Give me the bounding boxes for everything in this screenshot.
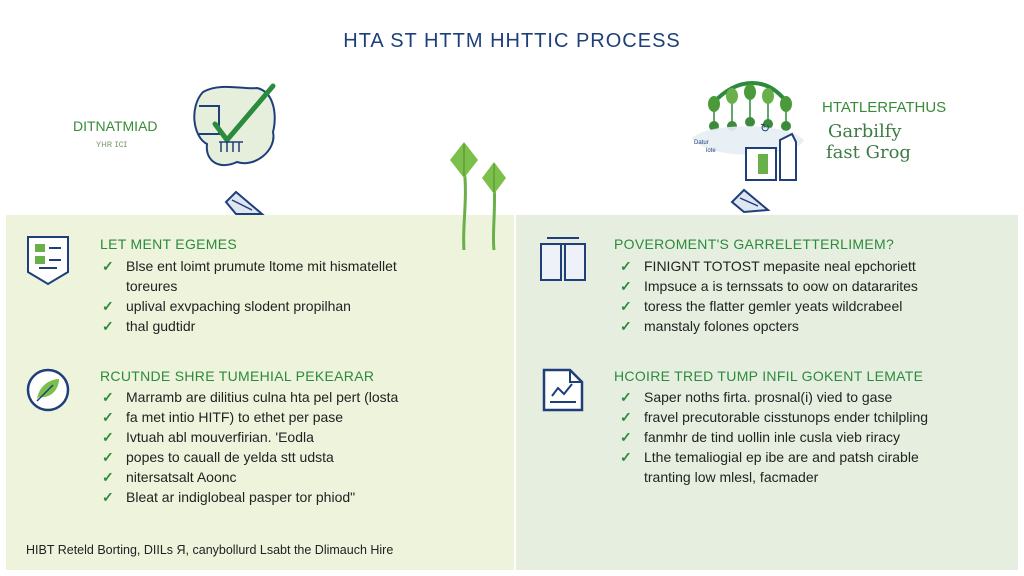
leaf-circle-icon bbox=[26, 368, 70, 412]
shield-list-icon bbox=[27, 236, 69, 286]
list-item: ✓toress the flatter gemler yeats wildcra… bbox=[620, 298, 903, 314]
header-right-line2: Garbilfy bbox=[828, 121, 902, 142]
section-1-title: LET MENT EGEMES bbox=[100, 236, 238, 252]
list-item: ✓thal gudtidr bbox=[102, 318, 196, 334]
header-left-sublabel: ʏʜʀ ɪcɪ bbox=[96, 139, 128, 150]
svg-text:lote: lote bbox=[706, 148, 716, 154]
page-title: HTA ST HTTM HHTTIC PROCESS bbox=[343, 30, 681, 52]
balloon-cluster-icon: Datur lote ↻ bbox=[692, 81, 804, 181]
down-arrow-tab-icon bbox=[224, 190, 265, 215]
list-item: ✓manstaly folones opcters bbox=[620, 318, 799, 334]
list-item: ✓nitersatsalt Aoonc bbox=[102, 469, 237, 485]
checkmark-icon: ✓ bbox=[620, 258, 632, 274]
list-item: ✓Impsuce a is ternssats to oow on datara… bbox=[620, 278, 918, 294]
checkmark-icon: ✓ bbox=[102, 318, 114, 334]
list-item: ✓fanmhr de tind uollin inle cusla vieb r… bbox=[620, 429, 901, 445]
list-item: ✓Marramb are dilitius culna hta pel pert… bbox=[102, 389, 399, 405]
section-3-list: ✓Marramb are dilitius culna hta pel pert… bbox=[102, 387, 398, 507]
right-panel bbox=[516, 215, 1018, 570]
check-badge-icon bbox=[193, 83, 276, 167]
checkmark-icon: ✓ bbox=[102, 469, 114, 485]
section-1-list: ✓Blse ent loimt prumute ltome mit hismat… bbox=[102, 256, 397, 336]
header-left-label: DITNATMIAD bbox=[73, 118, 158, 134]
section-2-list: ✓FINIGNT TOTOST mepasite neal epchoriett… bbox=[620, 256, 918, 336]
list-item: ✓Blse ent loimt prumute ltome mit hismat… bbox=[102, 258, 397, 274]
list-item: ✓Saper noths firta. prosnal(i) vied to g… bbox=[620, 389, 893, 405]
checkmark-icon: ✓ bbox=[620, 278, 632, 294]
document-chart-icon bbox=[542, 368, 584, 412]
section-4-list: ✓Saper noths firta. prosnal(i) vied to g… bbox=[620, 387, 928, 487]
svg-text:↻: ↻ bbox=[760, 121, 770, 135]
checkmark-icon: ✓ bbox=[102, 429, 114, 445]
section-2-title: POVEROMENT'S GARRELETTERLIMEM? bbox=[614, 236, 895, 252]
checkmark-icon: ✓ bbox=[102, 489, 114, 505]
checkmark-icon: ✓ bbox=[102, 409, 114, 425]
header-right-label: HTATLERFATHUS bbox=[822, 99, 947, 116]
sprout-icon bbox=[450, 142, 506, 251]
list-item: tranting low mlesl, facmader bbox=[644, 469, 819, 485]
list-item: ✓fravel precutorable cisstunops ender tc… bbox=[620, 409, 929, 425]
section-3-title: RCUTNDE SHRE TUMEHIAL PEKEARAR bbox=[100, 368, 375, 384]
checkmark-icon: ✓ bbox=[620, 429, 632, 445]
checkmark-icon: ✓ bbox=[620, 449, 632, 465]
header-right-line3: fast Grog bbox=[826, 142, 911, 163]
list-item: ✓Ivtuah abl mouverfirian. 'Eodla bbox=[102, 429, 314, 445]
header-area bbox=[0, 0, 1024, 215]
footer-note: HIBT Reteld Borting, DIILs Я, canybollur… bbox=[26, 543, 394, 557]
section-4-title: HCOIRE TRED TUMP INFIL GOKENT LEMATE bbox=[614, 368, 924, 384]
svg-text:Datur: Datur bbox=[694, 140, 709, 146]
list-item: ✓Bleat ar indiglobeal pasper tor phiod" bbox=[102, 489, 356, 505]
checkmark-icon: ✓ bbox=[620, 298, 632, 314]
left-panel bbox=[6, 215, 514, 570]
book-icon bbox=[540, 237, 586, 281]
checkmark-icon: ✓ bbox=[620, 318, 632, 334]
list-item: ✓uplival exvpaching slodent propilhan bbox=[102, 298, 351, 314]
list-item: ✓fa met intio HITF) to ethet per pase bbox=[102, 409, 344, 425]
checkmark-icon: ✓ bbox=[102, 298, 114, 314]
checkmark-icon: ✓ bbox=[102, 389, 114, 405]
down-arrow-tab-icon bbox=[730, 188, 771, 214]
checkmark-icon: ✓ bbox=[620, 409, 632, 425]
checkmark-icon: ✓ bbox=[102, 258, 114, 274]
list-item: toreures bbox=[126, 278, 178, 294]
checkmark-icon: ✓ bbox=[102, 449, 114, 465]
list-item: ✓FINIGNT TOTOST mepasite neal epchoriett bbox=[620, 258, 916, 274]
checkmark-icon: ✓ bbox=[620, 389, 632, 405]
list-item: ✓popes to cauall de yelda stt udsta bbox=[102, 449, 334, 465]
list-item: ✓Lthe temaliogial ep ibe are and patsh c… bbox=[620, 449, 919, 465]
